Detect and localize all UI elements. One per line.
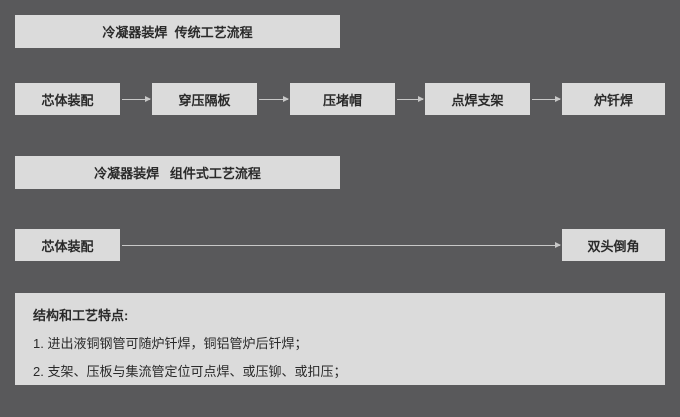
- flow2-step-double-chamfer: 双头倒角: [562, 229, 665, 261]
- flow1-step-press-baffle: 穿压隔板: [152, 83, 257, 115]
- arrow-right-icon: [532, 96, 561, 102]
- notes-panel: 结构和工艺特点: 1. 进出液铜钢管可随炉钎焊，铜铝管炉后钎焊； 2. 支架、压…: [15, 293, 665, 385]
- flow2-title: 冷凝器装焊 组件式工艺流程: [15, 156, 340, 189]
- flow1-step-core-assembly: 芯体装配: [15, 83, 120, 115]
- flow2-step-core-assembly: 芯体装配: [15, 229, 120, 261]
- notes-title: 结构和工艺特点:: [33, 308, 129, 323]
- flow1-step-furnace-brazing: 炉钎焊: [562, 83, 665, 115]
- arrow-right-icon: [259, 96, 289, 102]
- notes-item: 1. 进出液铜钢管可随炉钎焊，铜铝管炉后钎焊；: [33, 336, 308, 351]
- arrow-right-icon: [122, 242, 561, 248]
- flow1-step-press-cap: 压堵帽: [290, 83, 395, 115]
- arrow-right-icon: [397, 96, 424, 102]
- flow1-step-spot-weld-bracket: 点焊支架: [425, 83, 530, 115]
- arrow-right-icon: [122, 96, 151, 102]
- notes-item: 2. 支架、压板与集流管定位可点焊、或压铆、或扣压；: [33, 364, 347, 379]
- flow1-title: 冷凝器装焊 传统工艺流程: [15, 15, 340, 48]
